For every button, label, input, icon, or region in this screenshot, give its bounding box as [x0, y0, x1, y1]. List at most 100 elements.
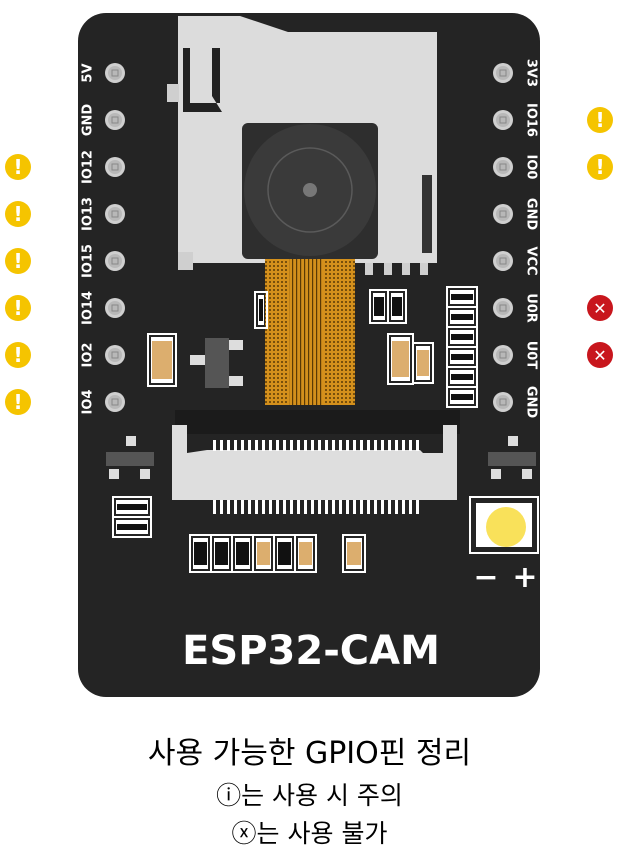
fpc-tooth [311, 500, 314, 514]
fpc-tooth [262, 500, 265, 514]
fpc-tooth [227, 500, 230, 514]
fpc-tooth [276, 440, 279, 451]
fpc-tooth [269, 500, 272, 514]
board-name: ESP32-CAM [182, 628, 440, 674]
fpc-tooth [416, 500, 419, 514]
smd-part [446, 286, 478, 308]
fpc-tooth [416, 440, 419, 451]
pin-label: IO12 [81, 150, 96, 184]
fpc-tooth [255, 500, 258, 514]
fpc-tooth [346, 440, 349, 451]
exclamation-circle-icon: ! [587, 107, 613, 133]
fpc-tooth [304, 500, 307, 514]
fpc-connector-teeth [213, 440, 419, 514]
smd-part [446, 326, 478, 348]
exclamation-circle-icon: ! [5, 342, 31, 368]
fpc-tooth [360, 500, 363, 514]
pin-label: IO0 [524, 155, 539, 180]
led-plus-label: + [512, 560, 537, 595]
transistor-right [488, 436, 536, 479]
fpc-tooth [374, 500, 377, 514]
fpc-tooth [255, 440, 258, 451]
pin-label: IO4 [81, 390, 96, 415]
pin-label: 3V3 [524, 59, 539, 87]
smd-part [273, 534, 296, 573]
exclamation-circle-icon: ! [5, 295, 31, 321]
fpc-tooth [381, 440, 384, 451]
transistor-left [106, 436, 154, 479]
svg-text:!: ! [13, 249, 22, 273]
x-circle-icon: ✕ [587, 295, 613, 321]
exclamation-circle-icon: ! [5, 248, 31, 274]
exclamation-circle-icon: ! [5, 389, 31, 415]
pin-io2: IO2 [81, 343, 125, 367]
sd-slot-pins [365, 263, 428, 275]
pin-io14: IO14 [81, 291, 125, 325]
fpc-tooth [360, 440, 363, 451]
fpc-tooth [297, 500, 300, 514]
pin-gnd: GND [493, 386, 539, 418]
sd-slot-tab [178, 252, 193, 270]
fpc-tooth [332, 500, 335, 514]
pin-io0: IO0 [493, 155, 539, 180]
smd-part [112, 516, 152, 538]
fpc-tooth [311, 440, 314, 451]
caption-unusable-note: ⓧ는 사용 불가 [231, 819, 388, 848]
fpc-tooth [304, 440, 307, 451]
sd-slot-spring [422, 175, 432, 253]
smd-part [387, 289, 407, 324]
fpc-tooth [409, 500, 412, 514]
pin-gnd: GND [81, 104, 125, 136]
fpc-tooth [325, 500, 328, 514]
pin-label: 5V [81, 63, 96, 82]
fpc-tooth [353, 440, 356, 451]
fpc-tooth [374, 440, 377, 451]
fpc-tooth [388, 440, 391, 451]
fpc-tooth [213, 440, 216, 451]
svg-text:!: ! [13, 343, 22, 367]
fpc-tooth [388, 500, 391, 514]
exclamation-circle-icon: ! [587, 154, 613, 180]
fpc-tooth [241, 500, 244, 514]
pin-5v: 5V [81, 63, 125, 83]
fpc-tooth [297, 440, 300, 451]
fpc-tooth [395, 440, 398, 451]
pin-io15: IO15 [81, 244, 125, 278]
pin-io4: IO4 [81, 390, 125, 415]
fpc-tooth [248, 500, 251, 514]
fpc-tooth [213, 500, 216, 514]
fpc-tooth [325, 440, 328, 451]
pin-headers: 5VGNDIO12IO13IO15IO14IO2IO43V3IO16IO0GND… [81, 59, 539, 418]
fpc-tooth [339, 440, 342, 451]
fpc-tooth [283, 500, 286, 514]
smd-part [147, 333, 177, 387]
smd-part [252, 534, 275, 573]
fpc-tooth [290, 440, 293, 451]
fpc-tooth [248, 440, 251, 451]
x-circle-icon: ✕ [587, 342, 613, 368]
smd-part [231, 534, 254, 573]
fpc-tooth [220, 500, 223, 514]
fpc-tooth [395, 500, 398, 514]
caption-caution-note: ⓘ는 사용 시 주의 [216, 781, 403, 810]
pin-u0t: U0T [493, 341, 539, 369]
pin-3v3: 3V3 [493, 59, 539, 87]
fpc-tooth [262, 440, 265, 451]
fpc-tooth [367, 500, 370, 514]
fpc-tooth [346, 500, 349, 514]
fpc-tooth [269, 440, 272, 451]
pin-label: IO16 [524, 103, 539, 137]
camera-lens-ring [267, 147, 353, 233]
fpc-tooth [234, 440, 237, 451]
fpc-tooth [241, 440, 244, 451]
smd-part [189, 534, 212, 573]
smd-part [387, 333, 414, 385]
svg-text:✕: ✕ [593, 299, 606, 318]
sd-slot-tab [167, 84, 179, 102]
fpc-tooth [353, 500, 356, 514]
smd-part [446, 366, 478, 388]
smd-part [342, 534, 366, 573]
fpc-tooth [220, 440, 223, 451]
fpc-tooth [283, 440, 286, 451]
